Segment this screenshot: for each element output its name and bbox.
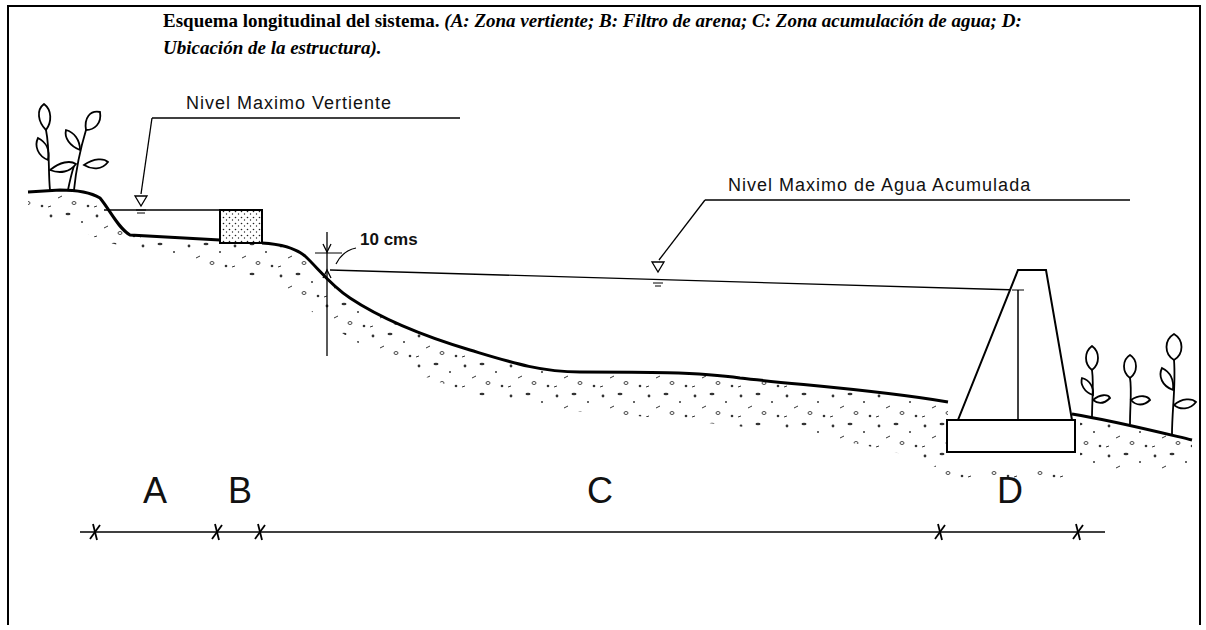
water-level-symbol	[653, 283, 663, 284]
water-level-line	[104, 209, 220, 210]
dam-wall-line	[1012, 290, 1024, 291]
title: Esquema longitudinal del sistema.	[163, 10, 440, 31]
leader-line	[336, 248, 356, 264]
zone-dimension-line	[80, 531, 1105, 533]
leader-line	[659, 200, 705, 260]
zone-letter: D	[997, 470, 1023, 512]
plants	[36, 104, 108, 190]
zone-letter: A	[143, 470, 167, 512]
dam-base	[947, 420, 1075, 452]
ground-line	[28, 190, 220, 240]
dimension-tick	[315, 253, 342, 254]
frame	[8, 6, 1200, 625]
leader-line	[141, 118, 152, 194]
dam-wall-line	[1017, 290, 1019, 420]
water-level-line	[330, 270, 1018, 290]
dimension-label: 10 cms	[360, 230, 418, 250]
soil-texture	[28, 190, 1192, 480]
label-underline	[705, 199, 1130, 201]
dam-structure	[958, 270, 1072, 420]
water-level-symbol	[655, 286, 661, 287]
dimension-arrow	[323, 270, 331, 278]
zone-letter: B	[228, 470, 252, 512]
water-level-symbol	[136, 210, 146, 211]
water-level-symbol	[137, 213, 145, 214]
dimension-arrow	[323, 244, 331, 252]
zone-ticks	[90, 524, 1083, 540]
level-label: Nivel Maximo de Agua Acumulada	[728, 175, 1031, 196]
water-level-symbol	[652, 262, 664, 272]
title-block: Esquema longitudinal del sistema. (A: Zo…	[163, 7, 1063, 61]
label-underline	[152, 117, 460, 119]
plants	[1081, 334, 1196, 434]
water-level-symbol	[135, 196, 147, 206]
zone-letter: C	[587, 470, 613, 512]
level-label: Nivel Maximo Vertiente	[186, 93, 392, 114]
sand-filter	[220, 210, 262, 243]
ground-line	[1072, 414, 1192, 440]
ground-line	[262, 243, 948, 402]
